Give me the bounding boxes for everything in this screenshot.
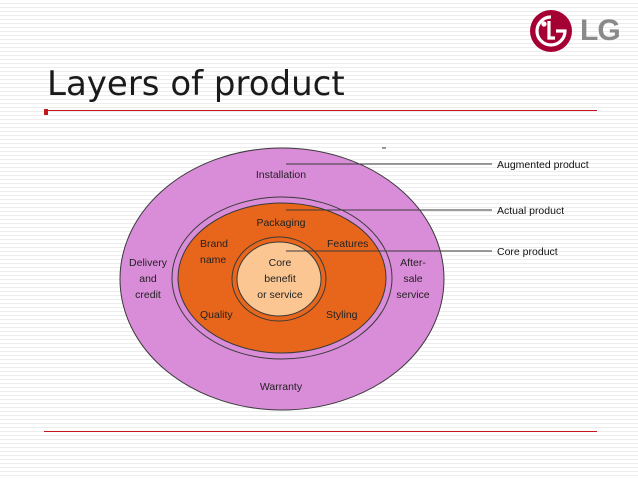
label-brand-name-line2: name [200, 254, 226, 266]
lg-logo [530, 10, 572, 52]
label-delivery-line3: credit [135, 289, 161, 301]
label-after-sale-line3: service [396, 289, 429, 301]
label-quality: Quality [200, 309, 233, 321]
label-core-line3: or service [257, 289, 303, 301]
callout-core-product: Core product [497, 246, 558, 258]
label-delivery-line1: Delivery [129, 257, 168, 269]
label-delivery-line2: and [139, 273, 157, 285]
label-styling: Styling [326, 309, 358, 321]
title-divider [44, 110, 597, 111]
logo-text: LG [580, 14, 621, 47]
label-brand-name-line1: Brand [200, 238, 228, 250]
label-after-sale-line1: After- [400, 257, 426, 269]
callout-actual-product: Actual product [497, 205, 564, 217]
label-features: Features [327, 238, 368, 250]
actual-product-outline [171, 196, 393, 360]
slide-title: Layers of product [47, 64, 345, 104]
label-warranty: Warranty [260, 381, 303, 393]
label-packaging: Packaging [256, 217, 305, 229]
label-after-sale-line2: sale [403, 273, 422, 285]
footer-divider [44, 431, 597, 432]
callout-augmented-product: Augmented product [497, 159, 589, 171]
label-core-line1: Core [269, 257, 292, 269]
core-product-layer [236, 241, 322, 317]
label-installation: Installation [256, 169, 306, 181]
label-core-line2: benefit [264, 273, 296, 285]
title-divider-accent [44, 109, 48, 115]
